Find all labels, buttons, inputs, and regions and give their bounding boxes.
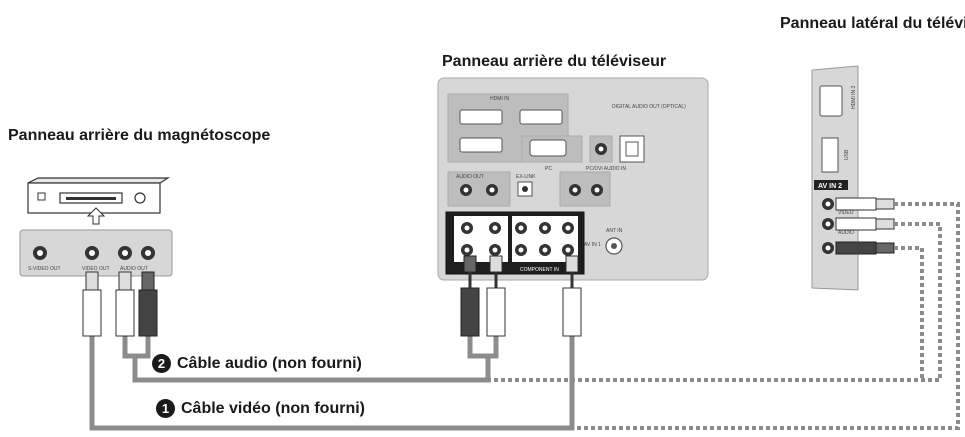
tv-side-av-in-2-text: AV IN 2: [818, 183, 842, 190]
video-cable-text: Câble vidéo (non fourni): [181, 399, 365, 417]
video-cable-label: 1 Câble vidéo (non fourni): [156, 399, 365, 418]
video-cable-number: 1: [156, 399, 175, 418]
tv-side-label: Panneau latéral du téléviseur: [780, 15, 965, 32]
audio-cable-number: 2: [152, 354, 171, 373]
tv-hdmi-in-text: HDMI IN: [490, 96, 510, 102]
tv-side-audio-text: AUDIO: [838, 230, 854, 236]
vcr-svideo-out-text: S-VIDEO OUT: [28, 266, 61, 272]
side-plugs: [835, 197, 895, 255]
dotted-cables: [488, 202, 960, 430]
vcr-audio-out-text: AUDIO OUT: [120, 266, 148, 272]
audio-cable-label: 2 Câble audio (non fourni): [152, 354, 362, 373]
tv-side-hdmi-text: HDMI IN 3: [851, 85, 857, 109]
tv-side-video-text: VIDEO: [838, 210, 854, 216]
tv-pc-text: PC: [545, 166, 552, 172]
tv-plugs: [460, 255, 582, 337]
tv-ant-in-text: ANT IN: [606, 228, 623, 234]
tv-audio-out-text: AUDIO OUT: [456, 174, 484, 180]
vcr-rear-panel: S-VIDEO OUT VIDEO OUT AUDIO OUT: [19, 229, 173, 277]
tv-pc-audio-text: PC/DVI AUDIO IN: [586, 166, 626, 172]
audio-cable-text: Câble audio (non fourni): [177, 354, 362, 372]
tv-side-panel: HDMI IN 3 USB AV IN 2 VIDEO AUDIO: [811, 65, 859, 291]
tv-component-in-text: COMPONENT IN: [520, 267, 559, 273]
vcr-device: [27, 177, 171, 225]
tv-rear-panel: HDMI IN PC PC/DVI AUDIO IN DIGITAL AUDIO…: [437, 77, 709, 281]
tv-ex-link-text: EX-LINK: [516, 174, 536, 180]
tv-side-usb-text: USB: [844, 149, 850, 160]
vcr-rear-label: Panneau arrière du magnétoscope: [8, 127, 271, 144]
vcr-plugs: [82, 271, 158, 337]
tv-digital-audio-text: DIGITAL AUDIO OUT (OPTICAL): [612, 104, 686, 110]
solid-cables: [89, 336, 575, 431]
tv-av-in-1-text: AV IN 1: [584, 242, 601, 248]
vcr-video-out-text: VIDEO OUT: [82, 266, 110, 272]
tv-rear-label: Panneau arrière du téléviseur: [442, 53, 667, 70]
